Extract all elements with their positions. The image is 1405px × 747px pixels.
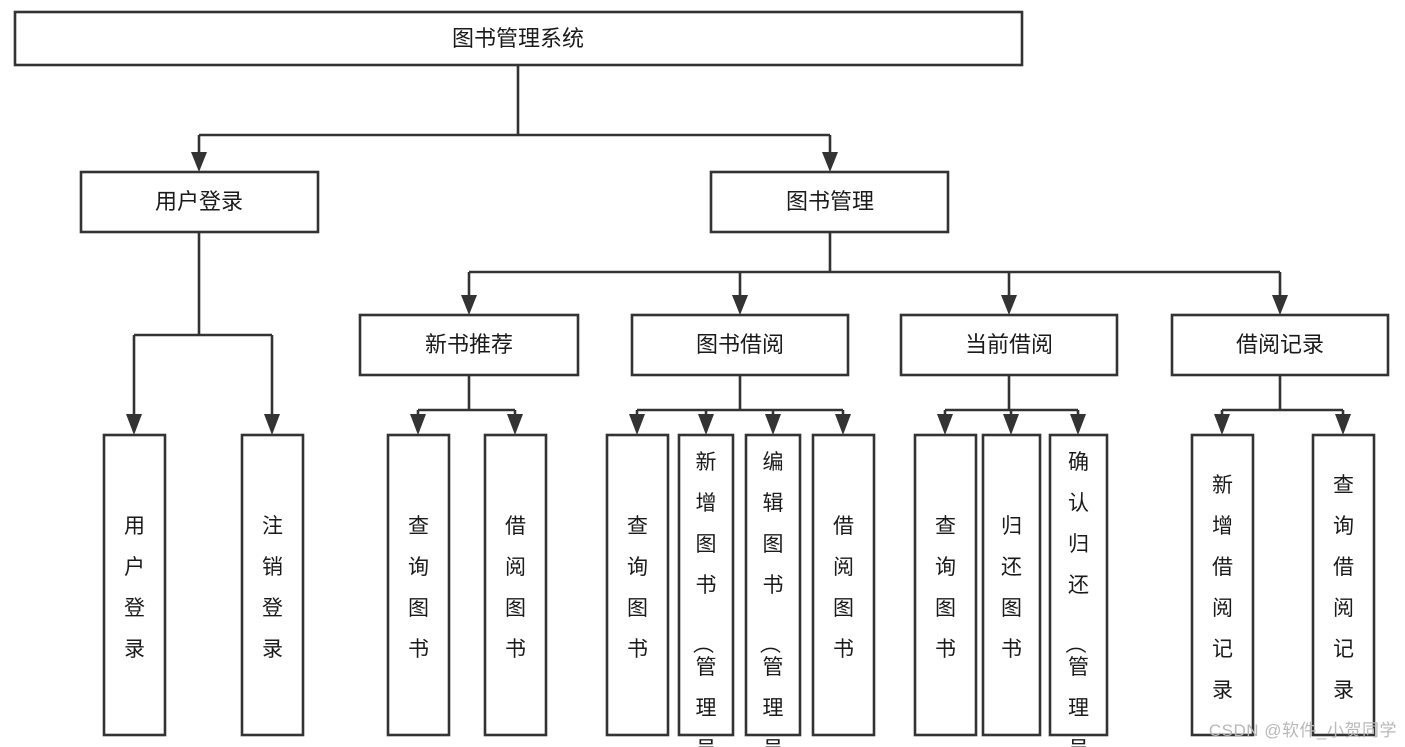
- arrowhead-leaf-logout: [264, 414, 280, 435]
- arrowhead-leaf-query-book-3: [937, 414, 953, 435]
- leaf-node[interactable]: 借阅图书: [811, 433, 876, 737]
- leaf-node-label: 注销登录: [262, 515, 283, 661]
- leaf-node[interactable]: 查询图书: [386, 433, 451, 737]
- leaf-node-box[interactable]: [1048, 433, 1109, 737]
- arrowhead-leaf-borrow-book-1: [507, 414, 523, 435]
- node-borrow-records-box[interactable]: [1170, 313, 1390, 377]
- arrowhead-leaf-query-record: [1335, 414, 1351, 435]
- node-current-borrow-box[interactable]: [899, 313, 1119, 377]
- node-borrow-records-label: 借阅记录: [1236, 332, 1324, 357]
- node-borrow-records[interactable]: 借阅记录: [1170, 313, 1390, 377]
- arrowhead-leaf-user-login: [126, 414, 142, 435]
- arrowhead-current: [1001, 295, 1017, 315]
- leaf-node-box[interactable]: [1311, 433, 1376, 737]
- arrowhead-leaf-query-book-1: [410, 414, 426, 435]
- leaf-node-label: 编辑图书（管理员）: [758, 451, 784, 747]
- leaf-node[interactable]: 新增图书（管理员）: [677, 433, 735, 747]
- connector-group-book-mgmt: [461, 232, 1288, 315]
- leaf-node-box[interactable]: [744, 433, 802, 737]
- leaf-node-label: 查询借阅记录: [1333, 474, 1354, 702]
- node-user-login-label: 用户登录: [155, 189, 243, 214]
- node-user-login[interactable]: 用户登录: [79, 170, 320, 234]
- arrowhead-leaf-add-record: [1214, 414, 1230, 435]
- leaf-node-box[interactable]: [240, 433, 305, 737]
- leaf-node-box[interactable]: [677, 433, 735, 737]
- node-user-login-box[interactable]: [79, 170, 320, 234]
- arrowhead-leaf-borrow-book-2: [835, 414, 851, 435]
- arrowhead-book-mgmt: [822, 152, 838, 172]
- node-root-box[interactable]: [13, 10, 1024, 67]
- leaf-node-label: 借阅图书: [505, 515, 526, 661]
- connector-group-user-login: [126, 232, 280, 435]
- node-root[interactable]: 图书管理系统: [13, 10, 1024, 67]
- leaf-node[interactable]: 查询图书: [913, 433, 978, 737]
- leaf-node-label: 新增借阅记录: [1212, 474, 1233, 702]
- connector-group-root: [191, 65, 838, 172]
- node-new-book-recommend[interactable]: 新书推荐: [358, 313, 580, 377]
- node-root-label: 图书管理系统: [452, 26, 584, 51]
- leaf-node[interactable]: 注销登录: [240, 433, 305, 737]
- connector-group-new-book: [410, 375, 523, 435]
- arrowhead-borrow: [732, 295, 748, 315]
- arrowhead-new-book: [461, 295, 477, 315]
- connector-group-borrow: [629, 375, 851, 435]
- leaf-node-layer: 用户登录 注销登录 查询图书 借阅图书 查询图书 新增图书（管理员） 编辑图书（管理员） 借阅…: [102, 433, 1376, 747]
- connector-group-current: [937, 375, 1086, 435]
- leaf-node[interactable]: 新增借阅记录: [1190, 433, 1255, 737]
- leaf-node-label: 查询图书: [627, 515, 648, 661]
- leaf-node-box[interactable]: [102, 433, 167, 737]
- leaf-node-box[interactable]: [1190, 433, 1255, 737]
- arrowhead-leaf-query-book-2: [629, 414, 645, 435]
- watermark: CSDN @软件_小贺同学: [1208, 721, 1397, 740]
- leaf-node-box[interactable]: [981, 433, 1042, 737]
- node-book-borrow-box[interactable]: [630, 313, 850, 377]
- node-current-borrow[interactable]: 当前借阅: [899, 313, 1119, 377]
- leaf-node-box[interactable]: [483, 433, 548, 737]
- leaf-node[interactable]: 借阅图书: [483, 433, 548, 737]
- node-book-management-label: 图书管理: [786, 189, 874, 214]
- leaf-node-label: 新增图书（管理员）: [691, 451, 717, 747]
- leaf-node-label: 查询图书: [935, 515, 956, 661]
- leaf-node-box[interactable]: [605, 433, 670, 737]
- leaf-node-box[interactable]: [811, 433, 876, 737]
- leaf-node[interactable]: 确认归还（管理员）: [1048, 433, 1109, 747]
- leaf-node[interactable]: 编辑图书（管理员）: [744, 433, 802, 747]
- node-current-borrow-label: 当前借阅: [965, 332, 1053, 357]
- node-new-book-recommend-label: 新书推荐: [425, 332, 513, 357]
- leaf-node[interactable]: 查询借阅记录: [1311, 433, 1376, 737]
- arrowhead-user-login: [191, 152, 207, 172]
- connector-group-records: [1214, 375, 1351, 435]
- leaf-node-label: 归还图书: [1001, 515, 1022, 661]
- leaf-node[interactable]: 用户登录: [102, 433, 167, 737]
- leaf-node-box[interactable]: [913, 433, 978, 737]
- node-new-book-recommend-box[interactable]: [358, 313, 580, 377]
- leaf-node-label: 用户登录: [124, 515, 145, 661]
- leaf-node-box[interactable]: [386, 433, 451, 737]
- node-book-borrow[interactable]: 图书借阅: [630, 313, 850, 377]
- leaf-node-label: 借阅图书: [833, 515, 854, 661]
- node-book-management[interactable]: 图书管理: [709, 170, 950, 234]
- arrowhead-leaf-return-book: [1003, 414, 1019, 435]
- leaf-node[interactable]: 归还图书: [981, 433, 1042, 737]
- node-book-management-box[interactable]: [709, 170, 950, 234]
- arrowhead-leaf-confirm-return: [1070, 414, 1086, 435]
- arrowhead-leaf-edit-book: [765, 414, 781, 435]
- node-book-borrow-label: 图书借阅: [696, 332, 784, 357]
- arrowhead-records: [1272, 295, 1288, 315]
- leaf-node-label: 查询图书: [408, 515, 429, 661]
- leaf-node-label: 确认归还（管理员）: [1063, 451, 1089, 747]
- leaf-node[interactable]: 查询图书: [605, 433, 670, 737]
- arrowhead-leaf-add-book: [698, 414, 714, 435]
